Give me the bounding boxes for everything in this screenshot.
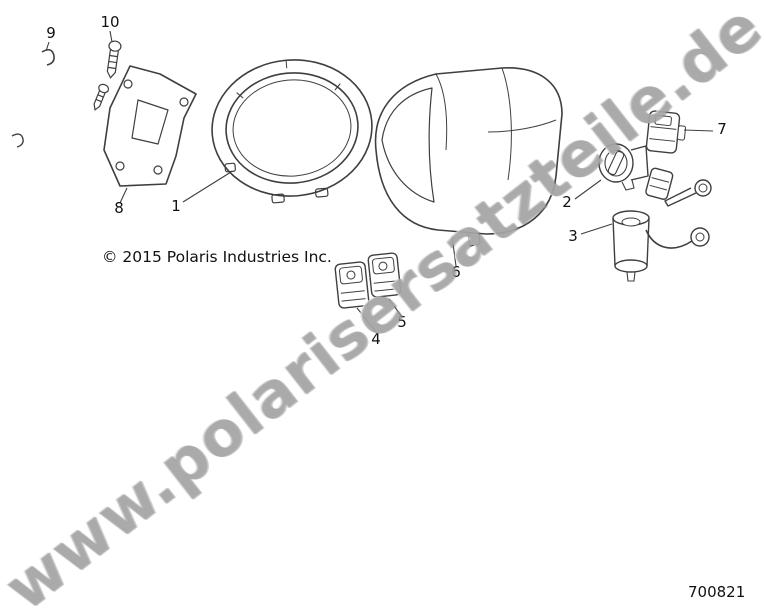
part-mounting-bracket — [103, 65, 197, 187]
clip-icon — [41, 48, 55, 66]
callout-1: 1 — [171, 197, 181, 215]
callout-2: 2 — [562, 193, 572, 211]
callout-7: 7 — [717, 120, 727, 138]
part-switch-right — [367, 252, 402, 298]
callout-4: 4 — [371, 330, 381, 348]
callout-6: 6 — [451, 263, 461, 281]
copyright-text: © 2015 Polaris Industries Inc. — [102, 248, 332, 266]
screw-icon — [106, 40, 122, 79]
screw-small-icon — [93, 83, 110, 111]
part-cluster-bezel — [211, 59, 373, 204]
part-key-and-socket — [612, 167, 712, 282]
callout-3: 3 — [568, 227, 578, 245]
part-ignition-switch — [598, 143, 649, 191]
sheet-number: 700821 — [688, 583, 746, 601]
callout-10: 10 — [100, 13, 119, 31]
callout-8: 8 — [114, 199, 124, 217]
part-switch-upper — [645, 110, 687, 154]
callout-labels: 1 2 3 4 5 6 7 8 9 10 — [46, 13, 727, 348]
part-cluster-hood — [374, 67, 563, 247]
callout-5: 5 — [397, 313, 407, 331]
part-switch-left — [334, 261, 370, 309]
callout-9: 9 — [46, 24, 56, 42]
callout-leader-lines — [45, 30, 714, 334]
clip-small-icon — [11, 133, 24, 148]
